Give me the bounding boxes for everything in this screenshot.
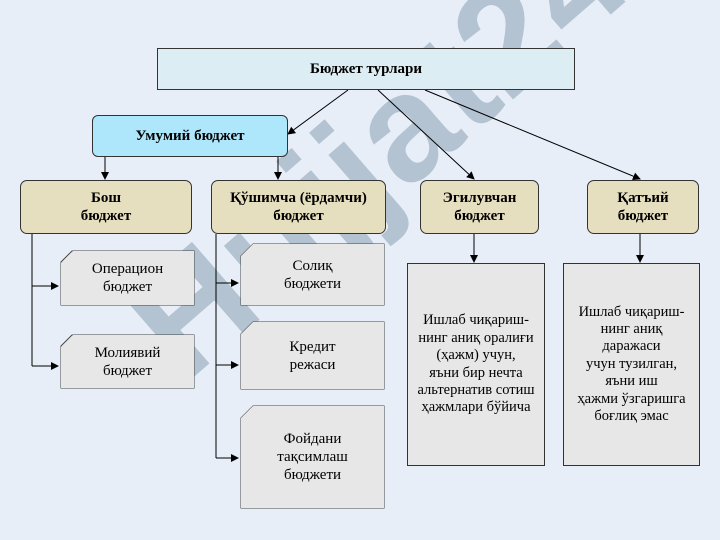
diagram-title: Бюджет турлари bbox=[157, 48, 575, 90]
general-budget-node: Умумий бюджет bbox=[92, 115, 288, 157]
flexible-budget-node: Эгилувчан бюджет bbox=[420, 180, 539, 234]
credit-plan-node: Кредит режаси bbox=[241, 322, 384, 389]
profit-distribution-node: Фойдани тақсимлаш бюджети bbox=[241, 406, 384, 508]
edge-title-flexible bbox=[377, 89, 475, 180]
fixed-budget-node: Қатъий бюджет bbox=[587, 180, 699, 234]
flexible-description: Ишлаб чиқариш- нинг аниқ оралиғи (ҳажм) … bbox=[407, 263, 545, 466]
tax-budget-node: Солиқ бюджети bbox=[241, 244, 384, 305]
financial-budget-node: Молиявий бюджет bbox=[61, 335, 194, 388]
operational-budget-node: Операцион бюджет bbox=[61, 251, 194, 305]
additional-budget-node: Қўшимча (ёрдамчи) бюджет bbox=[211, 180, 386, 234]
edge-title-fixed bbox=[424, 89, 641, 181]
edge-title-general bbox=[287, 89, 349, 135]
main-budget-node: Бош бюджет bbox=[20, 180, 192, 234]
fixed-description: Ишлаб чиқариш- нинг аниқ даражаси учун т… bbox=[563, 263, 700, 466]
